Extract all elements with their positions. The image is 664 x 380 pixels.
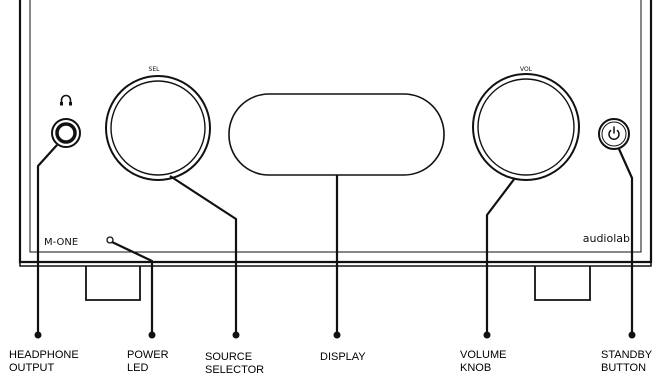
- label-power-led-line2: LED: [127, 362, 149, 374]
- label-source-selector-line1: SOURCE: [205, 351, 253, 363]
- callout-dot-power-led: [148, 331, 156, 339]
- standby-button[interactable]: [598, 118, 630, 150]
- callout-line-source-selector: [169, 175, 238, 335]
- foot-left: [85, 266, 141, 301]
- label-volume-knob-line2: KNOB: [460, 362, 492, 374]
- source-selector-knob[interactable]: [105, 75, 211, 181]
- label-standby-button-line1: STANDBY: [601, 349, 653, 361]
- brand-logo: audiolab: [583, 232, 630, 245]
- label-display-line1: DISPLAY: [320, 351, 366, 363]
- label-standby-button-line2: BUTTON: [601, 362, 647, 374]
- callout-line-standby: [617, 148, 634, 335]
- callout-dot-standby: [628, 331, 636, 339]
- headphone-jack[interactable]: [51, 118, 81, 148]
- label-volume-knob-line1: VOLUME: [460, 349, 507, 361]
- label-volume-knob: VOLUME KNOB: [460, 349, 506, 375]
- callout-line-volume: [485, 177, 516, 335]
- callout-dot-display: [333, 331, 341, 339]
- front-panel: [18, 0, 653, 267]
- callout-lines: [36, 144, 634, 335]
- vol-label: VOL: [520, 66, 533, 73]
- model-name: M-ONE: [44, 237, 78, 248]
- label-headphone-line1: HEADPHONE: [9, 349, 79, 361]
- label-standby-button: STANDBY BUTTON: [601, 349, 652, 375]
- callout-dots: [34, 331, 636, 339]
- callout-dot-volume: [483, 331, 491, 339]
- callout-dot-source-selector: [232, 331, 240, 339]
- power-led: [106, 236, 114, 244]
- callout-dot-headphone: [34, 331, 42, 339]
- callout-line-headphone: [36, 144, 58, 335]
- display-window: [228, 93, 445, 176]
- power-icon: [608, 126, 620, 140]
- label-power-led-line1: POWER: [127, 349, 169, 361]
- label-display: DISPLAY: [320, 351, 366, 364]
- label-headphone-line2: OUTPUT: [9, 362, 55, 374]
- volume-knob[interactable]: [472, 73, 580, 181]
- label-source-selector-line2: SELECTOR: [205, 364, 265, 376]
- label-headphone-output: HEADPHONE OUTPUT: [9, 349, 79, 375]
- label-source-selector: SOURCE SELECTOR: [205, 351, 264, 377]
- headphone-icon: [60, 94, 72, 106]
- label-power-led: POWER LED: [127, 349, 169, 375]
- sel-label: SEL: [149, 66, 161, 73]
- callout-line-power-led: [111, 241, 154, 335]
- foot-right: [534, 266, 591, 301]
